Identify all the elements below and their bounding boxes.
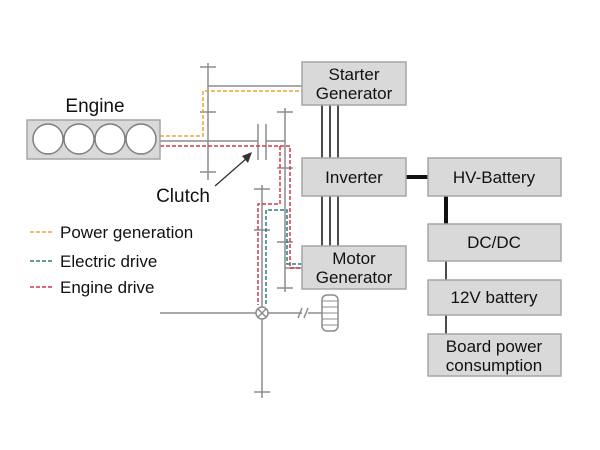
engine-cylinder bbox=[125, 123, 157, 155]
dcdc-box bbox=[427, 223, 562, 262]
starter-generator-box bbox=[301, 61, 407, 106]
wheel-icon bbox=[321, 294, 339, 332]
battery-12v-label: 12V battery bbox=[451, 288, 538, 307]
legend-label-electric-drive: Electric drive bbox=[60, 252, 157, 271]
clutch-pointer-arrow bbox=[214, 152, 252, 187]
hv-links bbox=[406, 175, 448, 334]
battery-12v-block: 12V battery bbox=[427, 279, 562, 316]
axle-break-mark bbox=[297, 307, 303, 319]
engine-cylinder bbox=[32, 123, 64, 155]
board-power-box bbox=[427, 333, 562, 377]
starter-generator-label-line2: Generator bbox=[316, 84, 393, 103]
electric-drive-path bbox=[265, 209, 302, 305]
motor-generator-block: Motor Generator bbox=[301, 245, 407, 290]
axle-break-mark bbox=[303, 307, 309, 319]
board-power-label-line2: consumption bbox=[446, 356, 542, 375]
engine-cylinder bbox=[94, 123, 126, 155]
motor-generator-label-line2: Generator bbox=[316, 268, 393, 287]
battery-12v-box bbox=[427, 279, 562, 316]
motor-generator-box bbox=[301, 245, 407, 290]
legend-label-power-generation: Power generation bbox=[60, 223, 193, 242]
legend-label-engine-drive: Engine drive bbox=[60, 278, 155, 297]
inverter-label: Inverter bbox=[325, 168, 383, 187]
starter-generator-block: Starter Generator bbox=[301, 61, 407, 106]
engine-label: Engine bbox=[65, 96, 124, 117]
engine-drive-path-top bbox=[160, 145, 302, 269]
legend: Power generation Electric drive Engine d… bbox=[30, 223, 193, 297]
differential-icon bbox=[255, 306, 269, 320]
inverter-box bbox=[301, 157, 407, 197]
engine-drive-path-down bbox=[257, 146, 281, 305]
motor-generator-label-line1: Motor bbox=[332, 249, 376, 268]
dcdc-block: DC/DC bbox=[427, 223, 562, 262]
starter-generator-label-line1: Starter bbox=[328, 65, 379, 84]
board-power-block: Board power consumption bbox=[427, 333, 562, 377]
hv-battery-label: HV-Battery bbox=[453, 168, 536, 187]
hv-battery-block: HV-Battery bbox=[427, 157, 562, 197]
hv-battery-box bbox=[427, 157, 562, 197]
inverter-block: Inverter bbox=[301, 157, 407, 197]
engine-cylinder bbox=[63, 123, 95, 155]
electrical-links bbox=[321, 105, 339, 246]
clutch-label: Clutch bbox=[156, 186, 210, 207]
engine-block bbox=[26, 119, 161, 160]
power-generation-path bbox=[160, 90, 302, 137]
board-power-label-line1: Board power bbox=[446, 337, 543, 356]
dcdc-label: DC/DC bbox=[467, 233, 521, 252]
